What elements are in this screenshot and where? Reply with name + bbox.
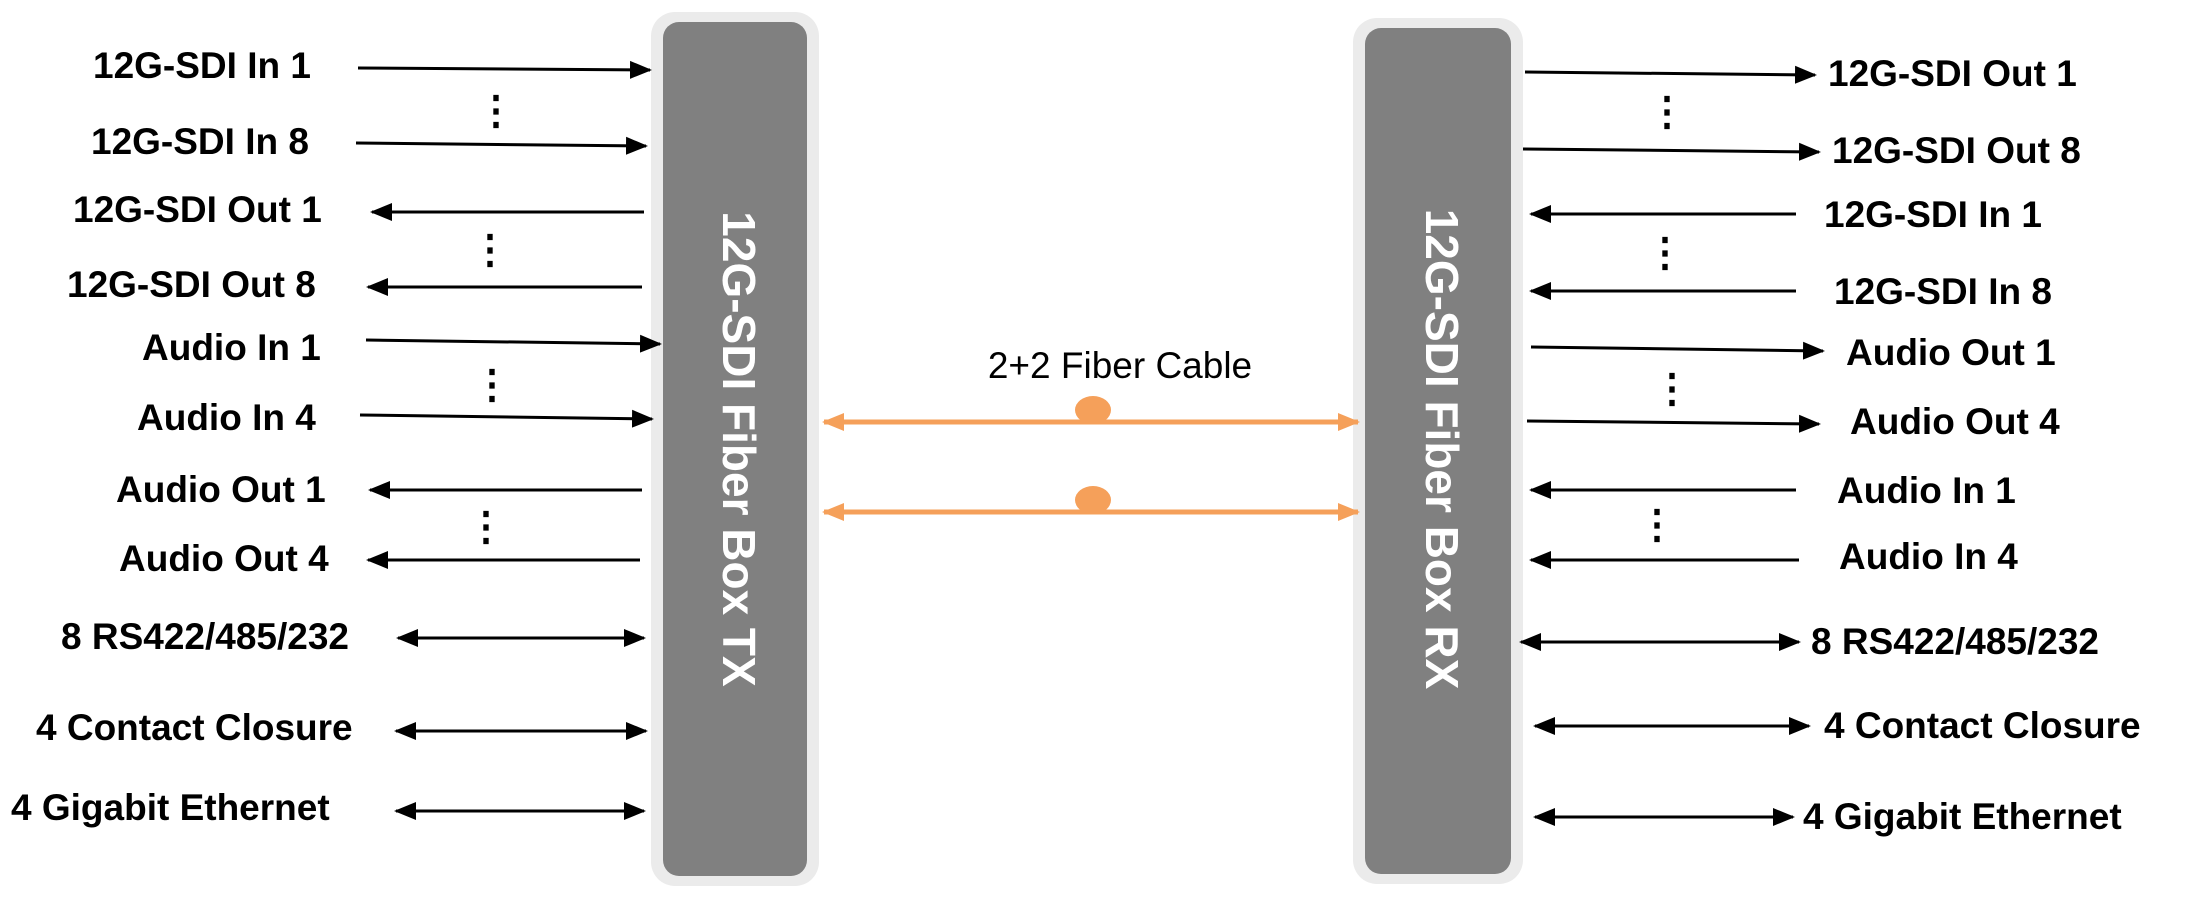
- signal-label: Audio Out 1: [116, 469, 326, 510]
- signal-label: 12G-SDI In 1: [93, 45, 311, 86]
- tx-signal-sdi-in-8: 12G-SDI In 8: [91, 121, 648, 162]
- signal-label: Audio In 4: [137, 397, 316, 438]
- rx-signal-audio-in-1: Audio In 1: [1529, 470, 2016, 511]
- fiber-connector-1: [1075, 396, 1111, 424]
- tx-signal-contact-closure: 4 Contact Closure: [36, 707, 648, 748]
- rx-signal-audio-out-4: Audio Out 4: [1526, 401, 2060, 442]
- ellipsis-icon: ⋮: [1652, 367, 1692, 411]
- rx-signal-sdi-out-8: 12G-SDI Out 8: [1522, 130, 2081, 171]
- ellipsis-icon: ⋮: [466, 505, 506, 549]
- tx-signal-sdi-out-1: 12G-SDI Out 1: [73, 189, 644, 230]
- signal-label: Audio In 1: [1837, 470, 2016, 511]
- rx-signal-sdi-out-1: 12G-SDI Out 1: [1524, 53, 2077, 94]
- signal-label: 12G-SDI In 8: [91, 121, 309, 162]
- rx-signal-rs422: 8 RS422/485/232: [1519, 621, 2099, 662]
- fiber-cable: 2+2 Fiber Cable: [822, 345, 1360, 521]
- signal-arrow: [1524, 65, 1817, 84]
- rx-signal-audio-out-1: Audio Out 1: [1530, 332, 2056, 373]
- signal-label: Audio In 1: [142, 327, 321, 368]
- tx-signal-audio-in-1: Audio In 1: [142, 327, 662, 368]
- rx-signal-contact-closure: 4 Contact Closure: [1533, 705, 2141, 746]
- signal-label: 4 Contact Closure: [36, 707, 353, 748]
- tx-signal-sdi-in-1: 12G-SDI In 1: [93, 45, 652, 86]
- ellipsis-icon: ⋮: [1637, 503, 1677, 547]
- tx-signal-audio-in-4: Audio In 4: [137, 397, 654, 438]
- signal-arrow: [359, 409, 654, 428]
- tx-box-title: 12G-SDI Fiber Box TX: [713, 211, 765, 687]
- signal-label: 4 Gigabit Ethernet: [1803, 796, 2122, 837]
- signal-label: 12G-SDI In 1: [1824, 194, 2042, 235]
- ellipsis-icon: ⋮: [470, 228, 510, 272]
- signal-label: 12G-SDI Out 8: [67, 264, 316, 305]
- signal-label: 8 RS422/485/232: [1811, 621, 2099, 662]
- signal-label: Audio In 4: [1839, 536, 2018, 577]
- rx-signals: 12G-SDI Out 1 ⋮ 12G-SDI Out 8 12G-SDI In…: [1519, 53, 2141, 837]
- signal-arrow: [1522, 142, 1821, 161]
- rx-box-body: [1365, 28, 1511, 874]
- signal-label: 12G-SDI Out 8: [1832, 130, 2081, 171]
- tx-signal-sdi-out-8: 12G-SDI Out 8: [67, 264, 642, 305]
- tx-signal-gigabit-ethernet: 4 Gigabit Ethernet: [11, 787, 646, 828]
- fiber-cable-label: 2+2 Fiber Cable: [988, 345, 1252, 386]
- ellipsis-icon: ⋮: [472, 363, 512, 407]
- signal-label: 4 Gigabit Ethernet: [11, 787, 330, 828]
- rx-signal-sdi-in-8: 12G-SDI In 8: [1529, 271, 2052, 312]
- signal-label: 12G-SDI In 8: [1834, 271, 2052, 312]
- rx-box: 12G-SDI Fiber Box RX: [1353, 18, 1523, 884]
- rx-signal-audio-in-4: Audio In 4: [1529, 536, 2018, 577]
- signal-label: Audio Out 4: [1850, 401, 2060, 442]
- tx-box: 12G-SDI Fiber Box TX: [651, 12, 819, 886]
- signal-label: 12G-SDI Out 1: [1828, 53, 2077, 94]
- rx-box-title: 12G-SDI Fiber Box RX: [1416, 209, 1468, 690]
- ellipsis-icon: ⋮: [476, 89, 516, 133]
- ellipsis-icon: ⋮: [1645, 231, 1685, 275]
- signal-label: Audio Out 4: [119, 538, 329, 579]
- signal-arrow: [365, 334, 662, 353]
- signal-arrow: [1526, 414, 1821, 433]
- signal-label: 4 Contact Closure: [1824, 705, 2141, 746]
- signal-arrow: [355, 136, 648, 155]
- ellipsis-icon: ⋮: [1647, 90, 1687, 134]
- tx-box-body: [663, 22, 807, 876]
- signal-arrow: [1530, 341, 1825, 360]
- tx-signals: 12G-SDI In 1 ⋮ 12G-SDI In 8 12G-SDI Out …: [11, 45, 662, 828]
- tx-signal-audio-out-1: Audio Out 1: [116, 469, 642, 510]
- rx-signal-sdi-in-1: 12G-SDI In 1: [1529, 194, 2042, 235]
- rx-signal-gigabit-ethernet: 4 Gigabit Ethernet: [1533, 796, 2122, 837]
- signal-label: 8 RS422/485/232: [61, 616, 349, 657]
- fiber-connector-2: [1075, 486, 1111, 514]
- tx-signal-audio-out-4: Audio Out 4: [119, 538, 640, 579]
- signal-arrow: [357, 60, 652, 79]
- signal-label: 12G-SDI Out 1: [73, 189, 322, 230]
- tx-signal-rs422: 8 RS422/485/232: [61, 616, 646, 657]
- signal-label: Audio Out 1: [1846, 332, 2056, 373]
